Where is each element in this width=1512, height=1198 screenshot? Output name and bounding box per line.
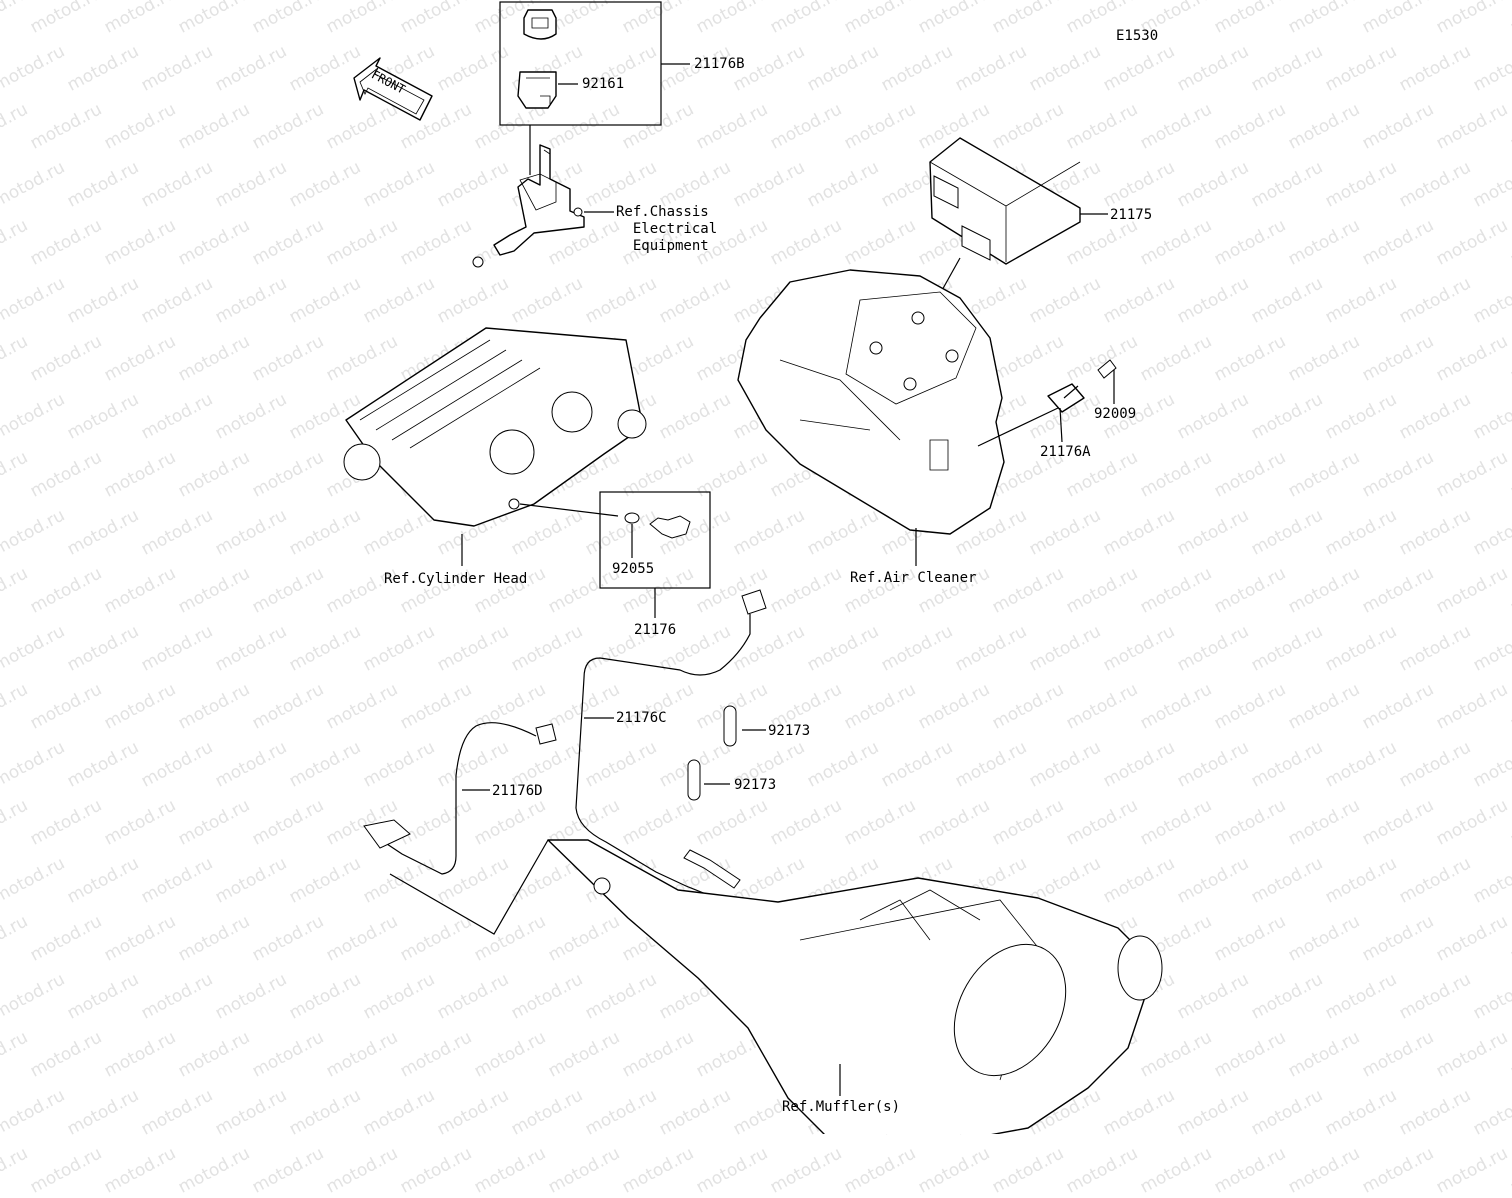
watermark-text: motod.ru [248, 1143, 328, 1198]
ecu-21175-icon [929, 137, 1081, 265]
ref-muffler-label: Ref.Muffler(s) [782, 1099, 901, 1115]
part-label-92055: 92055 [612, 561, 655, 577]
part-label-21175: 21175 [1110, 207, 1153, 223]
clip-92173-bottom-icon [687, 759, 701, 801]
watermark-text: motod.ru [1358, 1143, 1438, 1198]
watermark-text: motod.ru [174, 1143, 254, 1198]
air-cleaner-icon [737, 269, 1005, 535]
parts-diagram [343, 1, 1163, 1134]
chassis-bracket-icon [472, 144, 585, 268]
watermark-text: motod.ru [1284, 1143, 1364, 1198]
part-label-92173-top: 92173 [768, 723, 811, 739]
watermark-text: motod.ru [544, 1143, 624, 1198]
o2-sensor-21176d-icon [363, 722, 557, 875]
watermark-text: motod.ru [0, 1143, 32, 1198]
diagram-code: E1530 [1116, 28, 1159, 44]
part-label-92173-bottom: 92173 [734, 777, 777, 793]
watermark-text: motod.ru [26, 1143, 106, 1198]
watermark-text: motod.ru [322, 1143, 402, 1198]
watermark-text: motod.ru [100, 1143, 180, 1198]
watermark-text: motod.ru [618, 1143, 698, 1198]
watermark-text: motod.ru [1210, 1143, 1290, 1198]
part-label-21176d: 21176D [492, 783, 543, 799]
part-label-21176c: 21176C [616, 710, 667, 726]
relay-cap-icon [523, 9, 557, 40]
front-arrow-icon [353, 57, 433, 121]
screw-92009-icon [1097, 359, 1117, 404]
ref-chassis-electrical-label: Ref.Chassis Electrical Equipment [616, 204, 718, 254]
part-label-21176a: 21176A [1040, 444, 1091, 460]
sensor-21176a-icon [1047, 383, 1085, 413]
muffler-icon [547, 839, 1163, 1134]
part-label-21176: 21176 [634, 622, 677, 638]
cylinder-head-icon [343, 327, 647, 527]
watermark-text: motod.ru [692, 1143, 772, 1198]
watermark-text: motod.ru [914, 1143, 994, 1198]
part-label-92161: 92161 [582, 76, 625, 92]
watermark-text: motod.ru [396, 1143, 476, 1198]
part-label-21176b: 21176B [694, 56, 745, 72]
watermark-text: motod.ru [470, 1143, 550, 1198]
watermark-text: motod.ru [1506, 1143, 1512, 1198]
watermark-text: motod.ru [1062, 1143, 1142, 1198]
oring-92055-icon [624, 512, 640, 524]
watermark-text: motod.ru [766, 1143, 846, 1198]
ref-air-cleaner-label: Ref.Air Cleaner [850, 570, 977, 586]
watermark-text: motod.ru [988, 1143, 1068, 1198]
watermark-text: motod.ru [1136, 1143, 1216, 1198]
clip-92173-top-icon [723, 705, 737, 747]
watermark-text: motod.ru [1432, 1143, 1512, 1198]
part-label-92009: 92009 [1094, 406, 1137, 422]
o2-sensor-21176c-icon [575, 589, 767, 895]
relay-92161-icon [517, 71, 557, 109]
ref-cylinder-head-label: Ref.Cylinder Head [384, 571, 528, 587]
watermark-text: motod.ru [840, 1143, 920, 1198]
temp-sensor-21176-icon [649, 515, 691, 539]
